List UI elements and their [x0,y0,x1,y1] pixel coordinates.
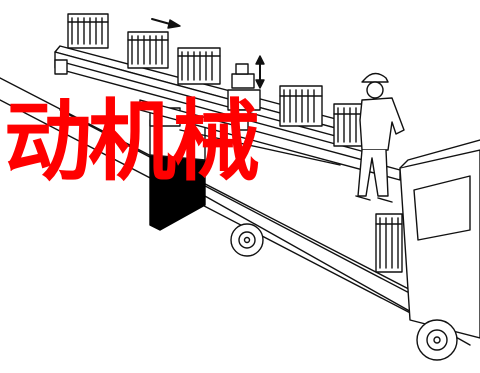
book-bundle [177,47,221,85]
book-bundle [279,85,323,127]
book-bundle [375,213,403,273]
worker-figure [355,72,405,203]
overlay-title: 动机械 [4,90,260,193]
truck [399,139,480,361]
book-bundle [67,13,109,49]
direction-arrow-icon [151,18,181,29]
truck-wheel [416,319,458,361]
hardhat-icon [361,72,389,83]
trailer-wheel [230,223,264,257]
book-bundle [127,31,169,69]
lift-arrow-icon [255,55,265,89]
lift-cylinder [227,63,261,131]
